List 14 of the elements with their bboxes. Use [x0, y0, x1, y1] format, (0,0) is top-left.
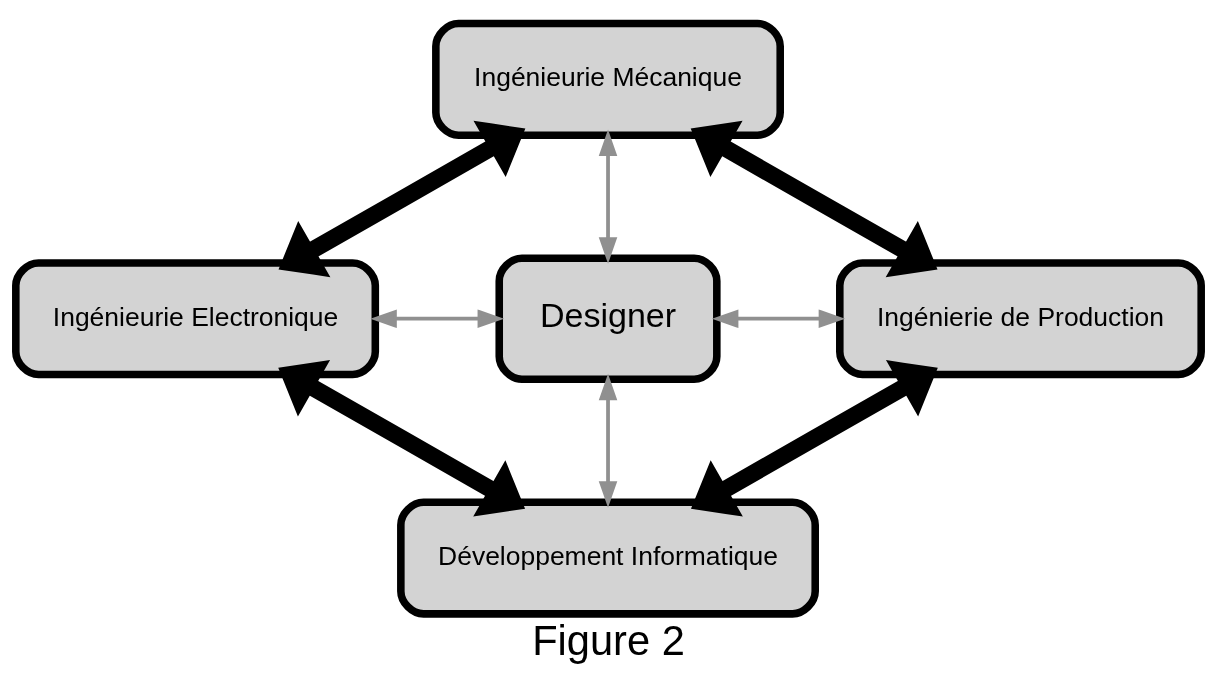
node-box: Développement Informatique — [397, 497, 819, 618]
arrow — [278, 359, 526, 517]
arrow — [690, 359, 938, 517]
node-box: Ingénierie de Production — [836, 258, 1205, 378]
arrow — [598, 373, 618, 508]
node-box: Designer — [495, 253, 721, 383]
arrow — [370, 308, 505, 328]
arrow — [278, 120, 526, 277]
arrow — [690, 120, 938, 277]
arrow — [711, 308, 846, 328]
node-box: Ingénieurie Mécanique — [432, 19, 784, 139]
arrow — [598, 129, 618, 264]
caption: Figure 2 — [532, 616, 685, 664]
node-box: Ingénieurie Electronique — [12, 258, 380, 378]
